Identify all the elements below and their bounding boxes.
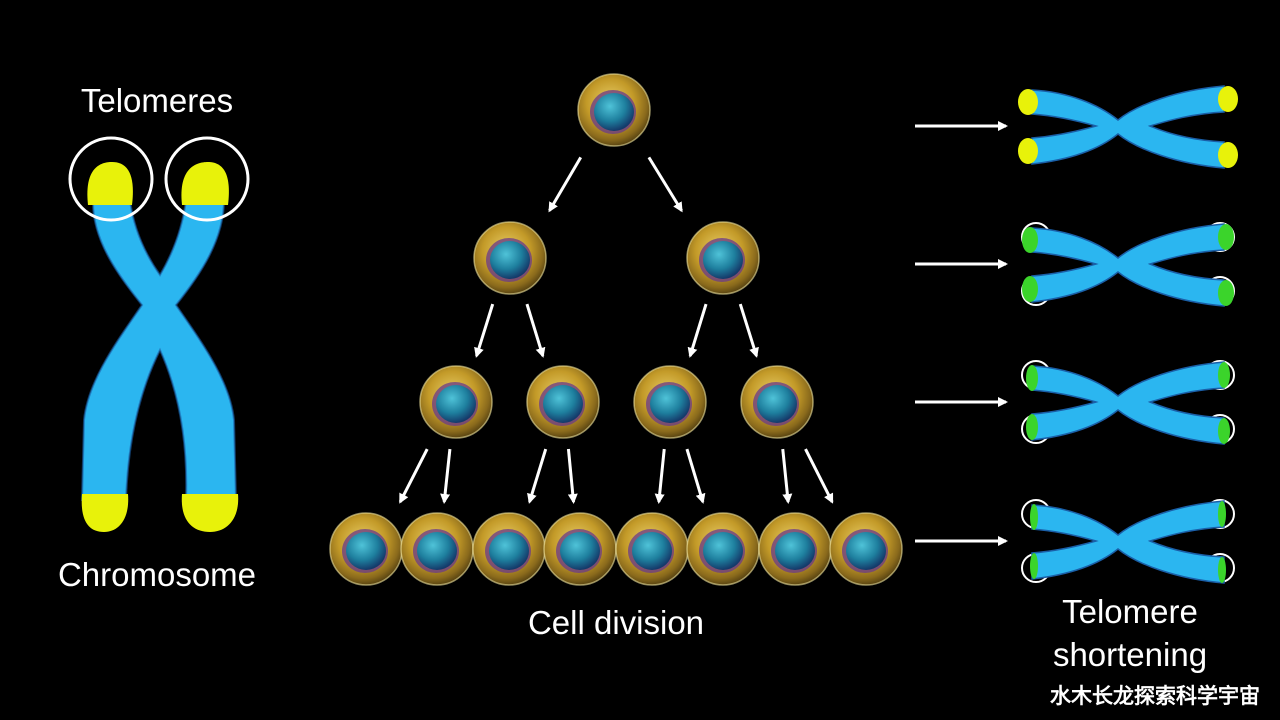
telomere-cap <box>1022 227 1038 253</box>
big-chromosome <box>80 162 239 532</box>
shortening-column <box>915 85 1238 584</box>
small-chromosome <box>1018 85 1238 169</box>
cell-division-tree <box>329 73 903 586</box>
telomere-cap <box>1218 86 1238 112</box>
division-arrow <box>647 156 683 213</box>
telomere-shortening-label: Telomere shortening <box>1052 593 1208 673</box>
division-arrow <box>474 303 495 358</box>
cell <box>577 73 651 147</box>
cell <box>400 512 474 586</box>
division-arrow <box>654 448 666 504</box>
telomere-cap-bottom-right <box>181 494 239 532</box>
telomere-cap <box>1218 362 1230 388</box>
telomere-cap <box>1018 89 1038 115</box>
small-chromosome <box>1021 499 1235 584</box>
cell <box>419 365 493 439</box>
telomere-cap <box>1218 142 1238 168</box>
division-arrow <box>527 448 548 504</box>
division-arrow <box>687 303 708 358</box>
division-arrow <box>440 448 452 504</box>
division-arrow <box>398 448 429 504</box>
cell <box>615 512 689 586</box>
division-arrow <box>525 303 546 358</box>
telomere-circle-left <box>68 136 154 222</box>
cell <box>526 365 600 439</box>
telomere-cap <box>1218 224 1234 250</box>
telomere-cap <box>1218 501 1226 527</box>
division-arrow <box>738 303 759 358</box>
division-arrow <box>804 448 834 504</box>
telomere-cap-top-right <box>181 162 229 205</box>
telomere-cap <box>1218 557 1226 583</box>
cell-division-label: Cell division <box>527 604 705 641</box>
chromosome-label: Chromosome <box>57 556 257 593</box>
telomere-cap <box>1218 280 1234 306</box>
cell <box>329 512 403 586</box>
cell <box>740 365 814 439</box>
telomeres-label: Telomeres <box>80 82 234 119</box>
cell <box>472 512 546 586</box>
telomere-cap <box>1026 365 1038 391</box>
telomere-cap-top-left <box>87 162 133 205</box>
telomere-cap <box>1218 418 1230 444</box>
watermark-text: 水木长龙探索科学宇宙 <box>1050 684 1260 708</box>
telomere-cap <box>1030 553 1038 579</box>
cell <box>633 365 707 439</box>
division-arrow <box>548 156 583 213</box>
telomere-cap-bottom-left <box>81 494 129 532</box>
small-chromosome <box>1021 222 1235 307</box>
cell <box>686 512 760 586</box>
cell <box>686 221 760 295</box>
division-arrow <box>566 448 578 504</box>
cell <box>758 512 832 586</box>
division-arrow <box>781 448 793 504</box>
telomere-cap <box>1022 276 1038 302</box>
small-chromosome <box>1021 360 1235 445</box>
telomere-cap <box>1026 414 1038 440</box>
cell <box>829 512 903 586</box>
telomere-cap <box>1030 504 1038 530</box>
division-arrow <box>685 448 706 504</box>
cell <box>473 221 547 295</box>
cell <box>543 512 617 586</box>
telomere-cap <box>1018 138 1038 164</box>
telomere-circle-right <box>164 136 250 222</box>
